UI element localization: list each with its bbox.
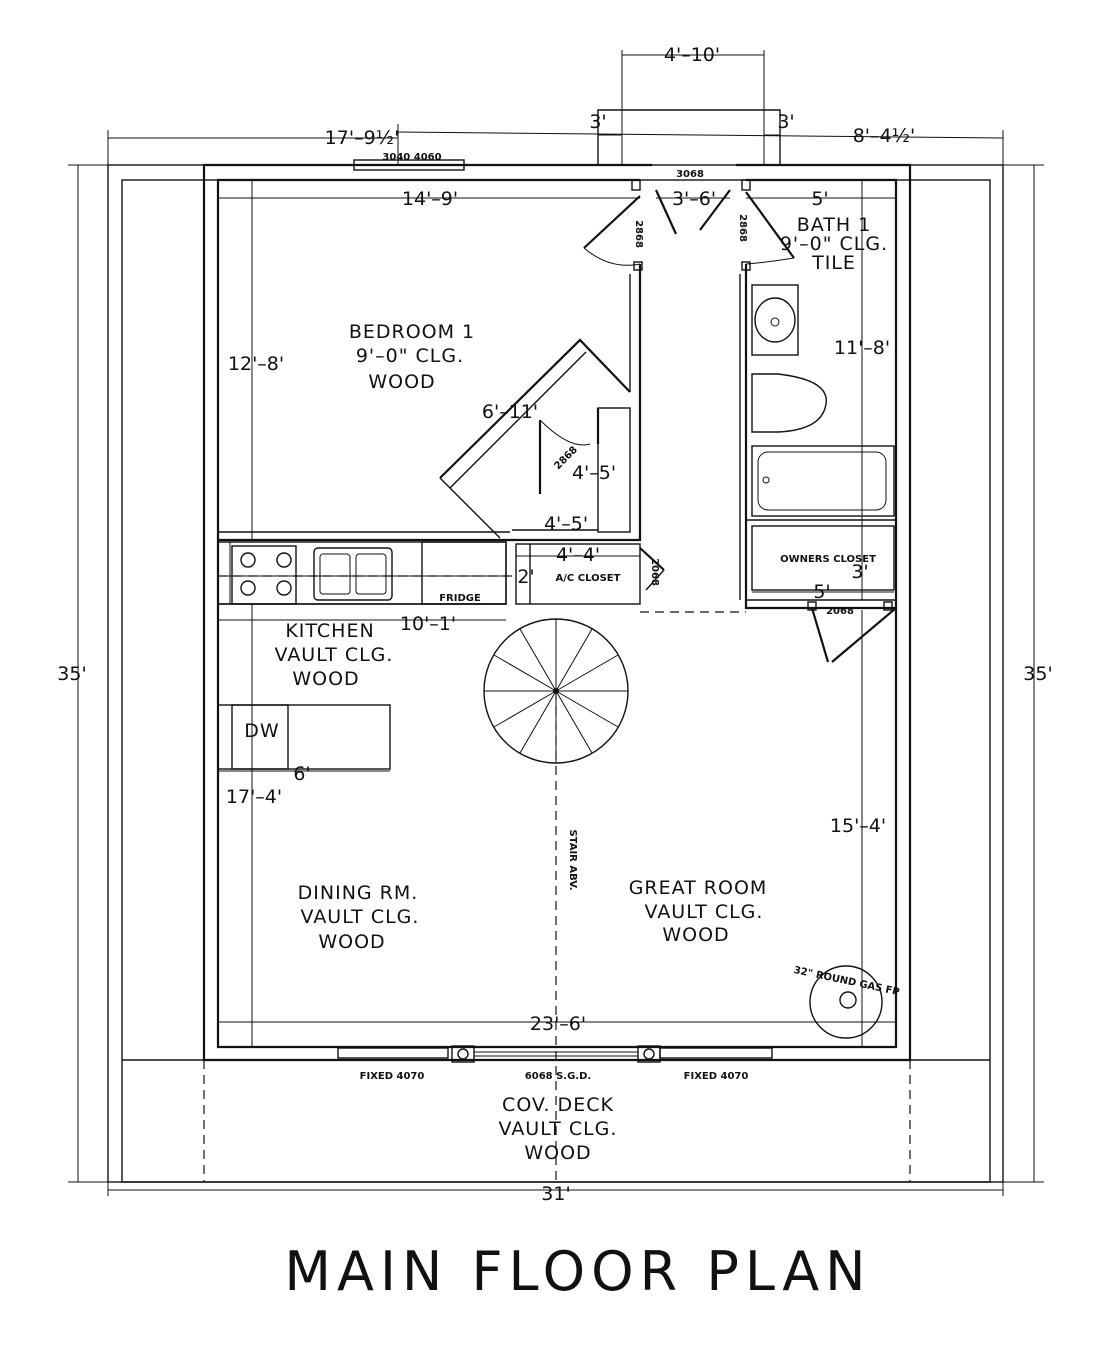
- kitchen-ceiling: VAULT CLG.: [275, 644, 394, 666]
- dim-porch-right: 3': [777, 111, 794, 133]
- ac-door-label: 2068: [649, 558, 660, 586]
- dim-owners-depth: 3': [851, 561, 868, 583]
- dining-ceiling: VAULT CLG.: [301, 906, 420, 928]
- dim-top-left: 17'–9½': [325, 127, 400, 149]
- entry-porch: [597, 50, 781, 166]
- bedroom-floor: WOOD: [368, 371, 435, 393]
- kitchen-floor: WOOD: [292, 668, 359, 690]
- fridge-label: FRIDGE: [439, 593, 481, 604]
- ac-closet-label: A/C CLOSET: [556, 573, 621, 584]
- exterior-walls: [202, 163, 912, 1062]
- stair-note-label: STAIR ABV.: [567, 829, 578, 890]
- dim-porch-left: 3': [589, 111, 606, 133]
- dim-overall-height-right: 35': [1023, 663, 1052, 685]
- dim-closet-diag: 6'–11': [482, 401, 538, 423]
- dining-name: DINING RM.: [298, 882, 419, 904]
- top-window-label: 3040 4060: [382, 152, 441, 163]
- bath-name: BATH 1: [797, 214, 872, 236]
- dashed-lines: [203, 611, 911, 1182]
- deck-name: COV. DECK: [502, 1094, 614, 1116]
- dim-island-width: 6': [293, 763, 310, 785]
- dim-bath-height: 11'–8': [834, 337, 890, 359]
- deck-ceiling: VAULT CLG.: [499, 1118, 618, 1140]
- owners-closet-label: OWNERS CLOSET: [780, 554, 876, 565]
- bedroom-door-label: 2868: [633, 220, 644, 248]
- dim-ac-width: 4'–4': [556, 544, 600, 566]
- great-room-ceiling: VAULT CLG.: [645, 901, 764, 923]
- dim-closet-height: 4'–5': [572, 462, 616, 484]
- bath-walls: [739, 191, 897, 663]
- dim-bed-height: 12'–8': [228, 353, 284, 375]
- dining-floor: WOOD: [318, 931, 385, 953]
- entry-door: [631, 179, 751, 235]
- windows: [337, 159, 773, 1063]
- kitchen-name: KITCHEN: [285, 620, 374, 642]
- deck-floor: WOOD: [524, 1142, 591, 1164]
- dim-ac-depth: 2': [517, 566, 534, 588]
- fixed-window-right-label: FIXED 4070: [684, 1071, 749, 1082]
- page-title: MAIN FLOOR PLAN: [284, 1240, 871, 1303]
- dim-kitchen-width: 10'–1': [400, 613, 456, 635]
- bedroom-name: BEDROOM 1: [349, 321, 475, 343]
- dishwasher-label: DW: [244, 720, 279, 742]
- great-room-name: GREAT ROOM: [629, 877, 768, 899]
- ac-closet: [515, 543, 665, 605]
- kitchen: [217, 541, 516, 770]
- great-room-floor: WOOD: [662, 924, 729, 946]
- dim-great-height: 15'–4': [830, 815, 886, 837]
- owners-door-label: 2068: [826, 606, 854, 617]
- dim-overall-height-left: 35': [57, 663, 86, 685]
- bath-door-label: 2868: [737, 214, 748, 242]
- gas-fireplace: [809, 965, 883, 1039]
- dim-porch-width: 4'–10': [664, 44, 720, 66]
- dim-entry-width: 3'–6': [672, 188, 716, 210]
- dim-bed-width: 14'–9': [402, 188, 458, 210]
- bedroom-ceiling: 9'–0" CLG.: [356, 345, 464, 367]
- dim-inner-width: 23'–6': [530, 1013, 586, 1035]
- fixed-window-left-label: FIXED 4070: [360, 1071, 425, 1082]
- dimension-lines: [68, 54, 1044, 1196]
- dim-living-height: 17'–4': [226, 786, 282, 808]
- dim-owners-width: 5': [813, 581, 830, 603]
- bath-ceiling: 9'–0" CLG.: [780, 233, 888, 255]
- dim-overall-width: 31': [541, 1183, 570, 1205]
- entry-door-label: 3068: [676, 169, 704, 180]
- room-labels: BEDROOM 1 9'–0" CLG. WOOD BATH 1 9'–0" C…: [275, 214, 888, 1164]
- bath-floor: TILE: [811, 252, 856, 274]
- dim-top-right: 8'–4½': [853, 125, 916, 147]
- spiral-stair: [483, 618, 629, 764]
- dim-closet-width: 4'–5': [544, 513, 588, 535]
- sliding-door-label: 6068 S.G.D.: [525, 1071, 591, 1082]
- fireplace-label: 32" ROUND GAS FP: [793, 965, 901, 998]
- bedroom-walls: [218, 195, 643, 542]
- dimension-labels: 17'–9½' 8'–4½' 4'–10' 3' 3' 14'–9' 3'–6'…: [57, 44, 1052, 1205]
- dim-bath-width: 5': [811, 188, 828, 210]
